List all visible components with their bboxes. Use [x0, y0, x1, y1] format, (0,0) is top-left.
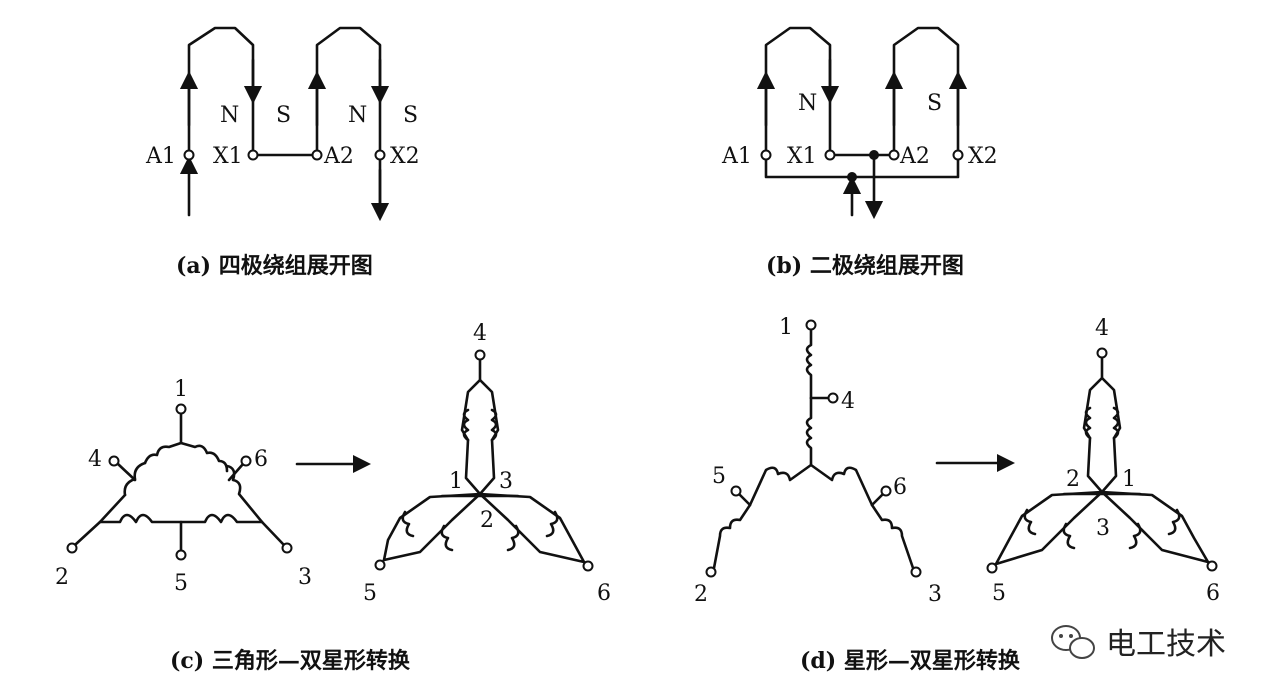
panel-d-star-to-double-star: 1 4 5 6 2 3 4 2 1 3 5 6 (d) 星形—双星形转换 — [694, 315, 1220, 674]
wechat-icon — [1051, 625, 1095, 659]
panel-c-delta-to-double-star: 1 2 3 4 5 6 4 1 3 2 5 6 (c) 三角形—双星形转换 — [55, 321, 611, 674]
terminal-a1-marker — [760, 149, 772, 161]
pole-label: S — [403, 103, 418, 128]
star-terminal-3 — [910, 566, 922, 578]
star-terminal-4 — [827, 392, 839, 404]
yy-label-2: 2 — [480, 508, 494, 533]
terminal-label-x1: X1 — [213, 144, 243, 169]
terminal-label-a1: A1 — [721, 144, 752, 169]
delta-terminal-6 — [240, 455, 252, 467]
star-label-5: 5 — [712, 464, 726, 489]
yy-label-6: 6 — [1206, 581, 1220, 606]
pole-label: S — [927, 91, 942, 116]
terminal-x2-marker — [374, 149, 386, 161]
terminal-label-a1: A1 — [145, 144, 176, 169]
pole-label: N — [348, 103, 367, 128]
terminal-x1-marker — [247, 149, 259, 161]
yy-terminal-4 — [474, 349, 486, 361]
watermark: 电工技术 — [1051, 625, 1226, 662]
caption-d: (d) 星形—双星形转换 — [800, 648, 1021, 674]
pole-label: N — [798, 91, 817, 116]
delta-terminal-2 — [66, 542, 78, 554]
terminal-label-x1: X1 — [787, 144, 817, 169]
yy-terminal-6 — [1206, 560, 1218, 572]
caption-a: (a) 四极绕组展开图 — [176, 253, 373, 279]
star-terminal-2 — [705, 566, 717, 578]
yy-label-6: 6 — [597, 581, 611, 606]
caption-c: (c) 三角形—双星形转换 — [170, 648, 411, 674]
panel-b-two-pole-winding: N S A1 X1 A2 X2 (b) 二极绕组展开图 — [721, 26, 998, 279]
star-label-1: 1 — [779, 315, 793, 340]
yy-label-5: 5 — [992, 581, 1006, 606]
star-label-4: 4 — [841, 389, 855, 414]
yy-label-3: 3 — [499, 469, 513, 494]
star-terminal-1 — [805, 319, 817, 331]
yy-label-2: 2 — [1066, 467, 1080, 492]
delta-label-2: 2 — [55, 565, 69, 590]
yy-terminal-5 — [374, 559, 386, 571]
terminal-label-x2: X2 — [968, 144, 998, 169]
pole-label: S — [276, 103, 291, 128]
yy-label-5: 5 — [363, 581, 377, 606]
yy-terminal-4 — [1096, 347, 1108, 359]
delta-terminal-3 — [281, 542, 293, 554]
panel-a-four-pole-winding: N S N S A1 X1 A2 X2 (a) 四极绕组展开图 — [145, 26, 420, 279]
yy-label-4: 4 — [473, 321, 487, 346]
star-label-2: 2 — [694, 582, 708, 607]
delta-label-5: 5 — [174, 571, 188, 596]
junction-dot — [847, 172, 857, 182]
star-label-6: 6 — [893, 475, 907, 500]
terminal-a2-marker — [311, 149, 323, 161]
caption-b: (b) 二极绕组展开图 — [766, 253, 964, 279]
terminal-a1-marker — [183, 149, 195, 161]
terminal-x1-marker — [824, 149, 836, 161]
terminal-x2-marker — [952, 149, 964, 161]
star-terminal-6 — [880, 485, 892, 497]
yy-label-3: 3 — [1096, 516, 1110, 541]
watermark-text: 电工技术 — [1106, 627, 1226, 662]
delta-label-3: 3 — [298, 565, 312, 590]
delta-terminal-1 — [175, 403, 187, 415]
junction-dot — [869, 150, 879, 160]
pole-label: N — [220, 103, 239, 128]
delta-terminal-4 — [108, 455, 120, 467]
terminal-a2-marker — [888, 149, 900, 161]
yy-terminal-5 — [986, 562, 998, 574]
yy-terminal-6 — [582, 560, 594, 572]
star-label-3: 3 — [928, 582, 942, 607]
delta-terminal-5 — [175, 549, 187, 561]
yy-label-1: 1 — [1122, 467, 1136, 492]
yy-label-1: 1 — [449, 469, 463, 494]
delta-label-1: 1 — [174, 377, 188, 402]
terminal-label-a2: A2 — [323, 144, 354, 169]
delta-label-6: 6 — [254, 447, 268, 472]
yy-label-4: 4 — [1095, 316, 1109, 341]
terminal-label-a2: A2 — [899, 144, 930, 169]
delta-label-4: 4 — [88, 447, 102, 472]
terminal-label-x2: X2 — [390, 144, 420, 169]
star-terminal-5 — [730, 485, 742, 497]
